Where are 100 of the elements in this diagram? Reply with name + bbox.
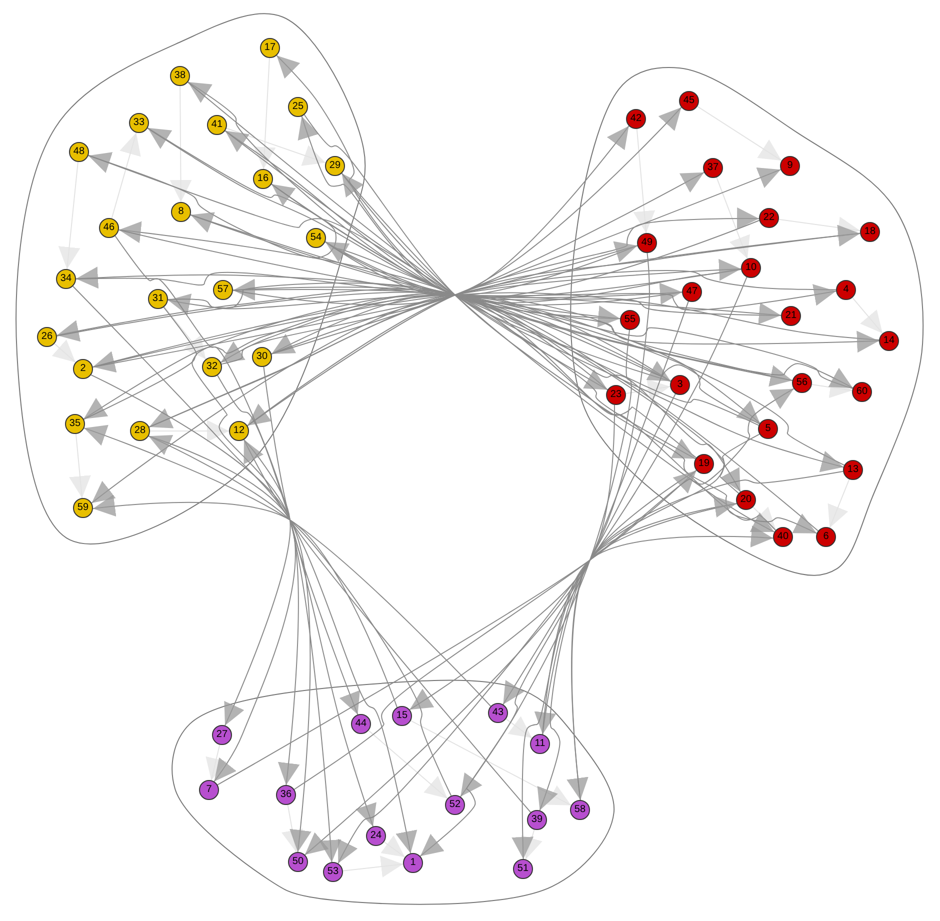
- node-label: 46: [103, 222, 115, 233]
- node-label: 58: [574, 804, 586, 815]
- arrow: [271, 294, 776, 531]
- node-label: 45: [683, 96, 695, 106]
- node-label: 26: [41, 332, 53, 342]
- node-label: 19: [698, 458, 710, 469]
- node-label: 6: [823, 532, 829, 542]
- node-circle: [444, 794, 465, 815]
- node-label: 50: [292, 856, 304, 867]
- arrow: [118, 221, 697, 458]
- arrow: [304, 252, 650, 856]
- node-circle: [878, 330, 899, 351]
- arrow: [84, 425, 492, 707]
- arrow: [76, 272, 837, 311]
- node-label: 13: [847, 464, 859, 475]
- node-label: 42: [630, 114, 642, 124]
- node-label: 59: [77, 502, 89, 513]
- node-circle: [170, 66, 190, 86]
- node-label: 32: [206, 362, 218, 372]
- node-circle: [736, 490, 756, 510]
- node-label: 24: [370, 830, 382, 841]
- node-label: 31: [152, 294, 164, 304]
- node-circle: [392, 706, 412, 726]
- node-circle: [322, 862, 343, 882]
- arrow: [246, 207, 760, 426]
- arrow: [226, 128, 326, 166]
- arrow: [190, 214, 621, 328]
- node-circle: [772, 526, 793, 547]
- arrow: [716, 176, 750, 260]
- arrow: [566, 470, 844, 800]
- node-circle: [836, 280, 856, 300]
- node-circle: [276, 784, 296, 805]
- node-circle: [682, 282, 702, 302]
- arrow: [92, 294, 793, 387]
- node-circle: [130, 420, 150, 441]
- arrow: [164, 306, 206, 360]
- arrow: [232, 106, 682, 306]
- arrow: [625, 379, 671, 401]
- node-label: 21: [785, 310, 797, 321]
- node-circle: [758, 208, 779, 228]
- arrow: [341, 172, 672, 382]
- node-label: 51: [517, 864, 529, 874]
- arrow: [271, 258, 742, 354]
- arrow: [537, 470, 697, 811]
- node-circle: [740, 258, 761, 278]
- node-label: 34: [60, 274, 72, 284]
- node-circle: [252, 168, 273, 189]
- arrow: [852, 297, 884, 334]
- arrow: [409, 404, 615, 710]
- arrow: [163, 306, 300, 786]
- node-label: 25: [292, 102, 304, 112]
- arrow: [206, 744, 228, 781]
- node-circle: [98, 218, 119, 238]
- node-label: 60: [856, 386, 868, 397]
- node-circle: [206, 114, 227, 135]
- node-circle: [212, 280, 233, 300]
- node-circle: [402, 852, 423, 873]
- arrow: [460, 330, 632, 798]
- arrow: [56, 288, 819, 532]
- arrow: [506, 716, 532, 739]
- arrow: [542, 526, 774, 735]
- node-label: 52: [449, 800, 461, 810]
- arrow: [298, 116, 760, 298]
- node-circle: [488, 702, 508, 723]
- arrow: [147, 128, 854, 388]
- node-circle: [694, 454, 714, 474]
- node-label: 22: [763, 212, 775, 223]
- arrow: [571, 496, 738, 800]
- arrow: [341, 172, 775, 532]
- node-label: 54: [310, 232, 322, 243]
- arrow: [72, 286, 418, 854]
- node-label: 36: [280, 790, 292, 800]
- node-label: 37: [707, 162, 719, 173]
- node-circle: [526, 810, 547, 830]
- node-label: 3: [677, 380, 683, 390]
- arrow: [92, 494, 398, 708]
- node-label: 56: [796, 378, 808, 388]
- arrow: [232, 278, 854, 389]
- node-label: 39: [531, 814, 543, 825]
- arrow: [148, 270, 836, 428]
- node-circle: [620, 310, 640, 330]
- node-circle: [148, 288, 168, 309]
- node-label: 14: [883, 336, 895, 346]
- node-circle: [530, 734, 550, 754]
- node-circle: [36, 326, 57, 347]
- arrow: [243, 439, 532, 813]
- arrow: [410, 720, 572, 806]
- arrow: [271, 184, 793, 382]
- node-label: 29: [329, 160, 341, 171]
- node-label: 23: [610, 390, 622, 400]
- node-circle: [306, 228, 326, 248]
- node-label: 30: [256, 352, 268, 362]
- node-label: 43: [492, 708, 504, 718]
- node-circle: [170, 202, 191, 222]
- node-circle: [324, 156, 345, 176]
- node-circle: [816, 526, 836, 547]
- arrow: [368, 730, 448, 799]
- node-label: 16: [257, 174, 269, 184]
- node-label: 41: [211, 120, 223, 130]
- node-circle: [128, 112, 149, 133]
